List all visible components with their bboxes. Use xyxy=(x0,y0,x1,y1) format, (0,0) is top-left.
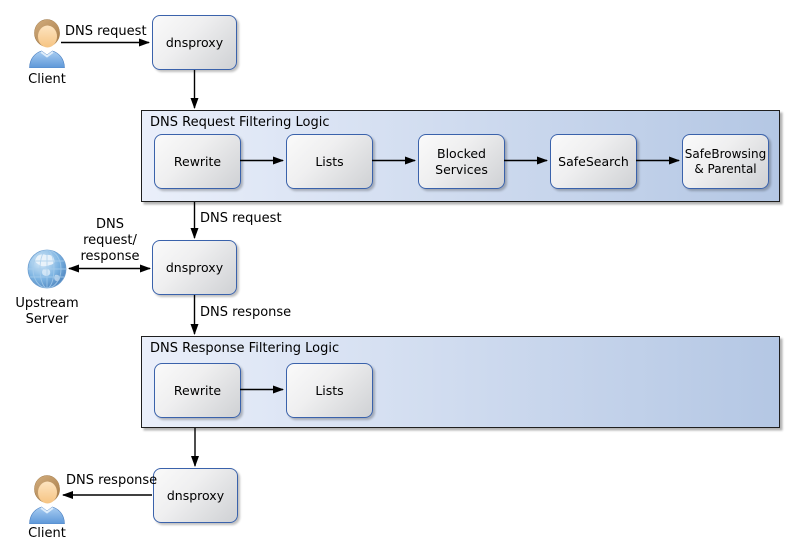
step-label: Blocked Services xyxy=(435,145,488,177)
label-upstream-line3: response xyxy=(80,249,140,264)
response-filtering-container: DNS Response Filtering Logic Rewrite Lis… xyxy=(141,336,780,428)
label-upstream-exchange: DNS request/ response xyxy=(78,217,142,265)
person-icon xyxy=(28,474,66,525)
step-label: SafeSearch xyxy=(558,153,629,169)
response-filtering-title: DNS Response Filtering Logic xyxy=(150,341,340,356)
client-top-label: Client xyxy=(28,72,66,87)
request-filtering-container: DNS Request Filtering Logic Rewrite List… xyxy=(141,110,780,202)
client-bottom-label: Client xyxy=(28,526,66,541)
label-upstream-line1: DNS xyxy=(96,217,124,232)
step-blocked-services: Blocked Services xyxy=(418,134,505,189)
label-upstream-line2: request/ xyxy=(83,233,137,248)
label-dns-response-mid: DNS response xyxy=(200,305,292,320)
upstream-label-line2: Server xyxy=(25,312,69,327)
step-rewrite-request: Rewrite xyxy=(154,134,241,189)
node-dnsproxy-bottom: dnsproxy xyxy=(153,468,238,523)
globe-icon xyxy=(27,249,67,289)
step-safesearch: SafeSearch xyxy=(550,134,637,189)
step-label: Rewrite xyxy=(173,382,222,398)
node-dnsproxy-top-label: dnsproxy xyxy=(165,34,224,50)
request-filtering-title: DNS Request Filtering Logic xyxy=(150,115,330,130)
label-dns-request-mid: DNS request xyxy=(200,211,282,226)
step-label: Lists xyxy=(315,382,344,398)
step-safebrowsing-parental: SafeBrowsing & Parental xyxy=(682,134,769,189)
node-dnsproxy-bottom-label: dnsproxy xyxy=(166,487,225,503)
step-label: Rewrite xyxy=(173,153,222,169)
step-label: SafeBrowsing & Parental xyxy=(684,146,767,176)
step-lists-response: Lists xyxy=(286,363,373,418)
step-label: Lists xyxy=(315,153,344,169)
person-icon xyxy=(28,18,66,69)
label-dns-response-bottom: DNS response xyxy=(66,473,158,488)
step-rewrite-response: Rewrite xyxy=(154,363,241,418)
node-dnsproxy-top: dnsproxy xyxy=(152,15,237,70)
node-dnsproxy-middle: dnsproxy xyxy=(152,240,237,295)
label-dns-request-top: DNS request xyxy=(65,24,147,39)
upstream-label-line1: Upstream xyxy=(15,296,79,311)
node-dnsproxy-middle-label: dnsproxy xyxy=(165,259,224,275)
step-lists-request: Lists xyxy=(286,134,373,189)
upstream-server-label: Upstream Server xyxy=(7,296,87,328)
